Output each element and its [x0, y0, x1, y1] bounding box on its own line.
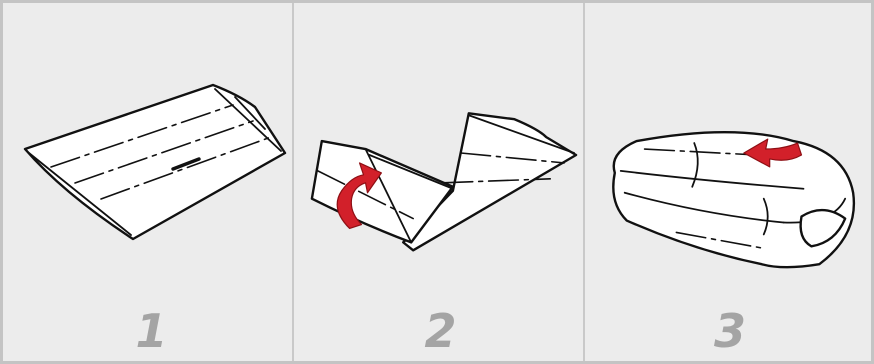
first-fold-illustration: [294, 3, 583, 303]
flat-sheet-icon: [25, 85, 285, 239]
step-panel-2: 2: [292, 3, 583, 361]
rolled-fold-illustration: [585, 3, 871, 303]
flat-sheet-illustration: [3, 3, 292, 303]
step-number-1: 1: [3, 303, 292, 359]
step-panel-3: 3: [583, 3, 871, 361]
step-number-3: 3: [585, 303, 871, 359]
step-panel-1: 1: [3, 3, 292, 361]
step-number-2: 2: [294, 303, 583, 359]
rolled-sheet-icon: [613, 132, 854, 267]
